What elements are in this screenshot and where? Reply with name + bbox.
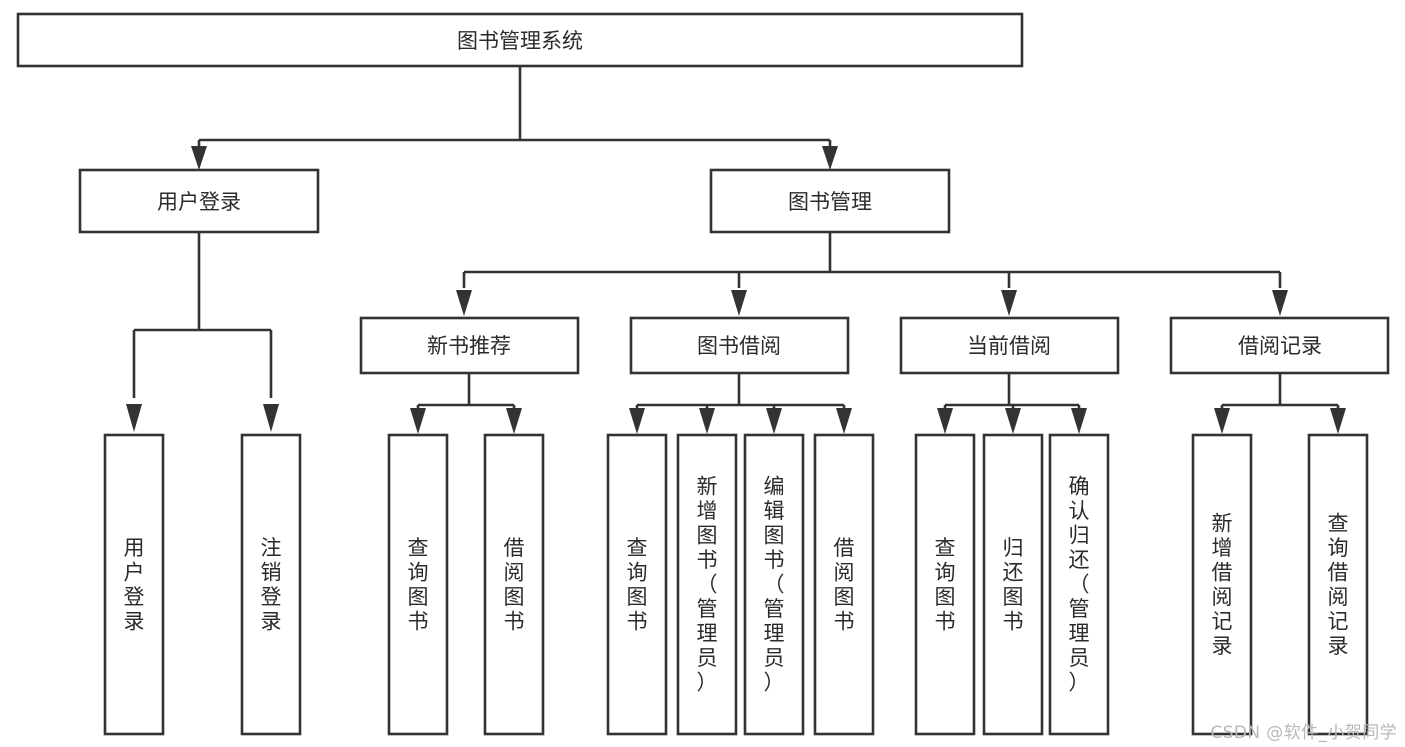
leaf-return-book-box[interactable] [982, 433, 1044, 736]
leaf-query-book-3-box[interactable] [914, 433, 976, 736]
leaf-borrow-book-1-label: 借阅图书 [504, 536, 525, 634]
leaf-confirm-return-box[interactable] [1048, 433, 1110, 736]
arrow-cb-leaf-1 [937, 408, 953, 434]
leaf-query-book-2-box[interactable] [606, 433, 668, 736]
node-book-management[interactable]: 图书管理 [709, 168, 951, 234]
current-borrow-box[interactable] [899, 316, 1120, 375]
arrow-user-login-leaf-1 [126, 404, 142, 432]
book-borrow-label: 图书借阅 [697, 334, 781, 358]
arrow-bb-leaf-3 [766, 408, 782, 434]
user-login-label: 用户登录 [157, 190, 241, 214]
node-leaf-query-book-2[interactable]: 查询图书 [606, 433, 668, 736]
csdn-watermark: CSDN @软件_小贺同学 [1210, 723, 1397, 743]
arrow-bm-to-new-book-recommend [456, 290, 472, 316]
arrow-bb-leaf-2 [699, 408, 715, 434]
node-borrow-record[interactable]: 借阅记录 [1169, 316, 1390, 375]
node-book-borrow[interactable]: 图书借阅 [629, 316, 850, 375]
leaf-user-login-box[interactable] [103, 433, 165, 736]
node-leaf-query-borrow-record[interactable]: 查询借阅记录 [1307, 433, 1369, 736]
node-leaf-confirm-return[interactable]: 确认归还（管理员） [1048, 433, 1110, 736]
node-leaf-borrow-book-1[interactable]: 借阅图书 [483, 433, 545, 736]
node-leaf-user-login[interactable]: 用户登录 [103, 433, 165, 736]
new-book-recommend-label: 新书推荐 [427, 334, 511, 358]
leaf-query-borrow-record-label: 查询借阅记录 [1328, 511, 1349, 658]
borrow-record-box[interactable] [1169, 316, 1390, 375]
node-leaf-logout-login[interactable]: 注销登录 [240, 433, 302, 736]
root-label: 图书管理系统 [457, 29, 583, 53]
leaf-edit-book-label: 编辑图书（管理员） [764, 475, 785, 695]
arrow-bb-leaf-4 [836, 408, 852, 434]
arrow-nbr-leaf-2 [506, 408, 522, 434]
leaf-borrow-book-2-label: 借阅图书 [834, 536, 855, 634]
leaf-borrow-book-2-box[interactable] [813, 433, 875, 736]
arrow-nbr-leaf-1 [410, 408, 426, 434]
node-new-book-recommend[interactable]: 新书推荐 [359, 316, 580, 375]
arrow-root-to-user-login [191, 146, 207, 170]
book-management-label: 图书管理 [788, 190, 872, 214]
arrow-bm-to-book-borrow [731, 290, 747, 316]
leaf-layer: 用户登录 注销登录 查询图书 借阅图书 查询图书 新增图书（管理员） [103, 433, 1369, 736]
borrow-record-label: 借阅记录 [1238, 334, 1322, 358]
leaf-add-book-box[interactable] [676, 433, 738, 736]
leaf-return-book-label: 归还图书 [1003, 536, 1024, 634]
leaf-user-login-label: 用户登录 [124, 536, 145, 634]
node-leaf-query-book-1[interactable]: 查询图书 [387, 433, 449, 736]
leaf-logout-login-label: 注销登录 [261, 536, 282, 634]
node-root-book-management-system[interactable]: 图书管理系统 [16, 12, 1024, 68]
node-leaf-add-book[interactable]: 新增图书（管理员） [676, 433, 738, 736]
arrow-user-login-leaf-2 [263, 404, 279, 432]
arrow-bm-to-current-borrow [1001, 290, 1017, 316]
leaf-add-borrow-record-label: 新增借阅记录 [1212, 511, 1233, 658]
leaf-edit-book-box[interactable] [743, 433, 805, 736]
arrow-bm-to-borrow-record [1272, 290, 1288, 316]
node-leaf-return-book[interactable]: 归还图书 [982, 433, 1044, 736]
leaf-confirm-return-label: 确认归还（管理员） [1069, 475, 1090, 695]
book-borrow-box[interactable] [629, 316, 850, 375]
node-leaf-query-book-3[interactable]: 查询图书 [914, 433, 976, 736]
arrow-root-to-book-management [822, 146, 838, 170]
arrow-cb-leaf-3 [1071, 408, 1087, 434]
leaf-add-book-label: 新增图书（管理员） [697, 475, 718, 695]
arrow-br-leaf-2 [1330, 408, 1346, 434]
node-leaf-borrow-book-2[interactable]: 借阅图书 [813, 433, 875, 736]
connector-layer [126, 66, 1346, 434]
node-leaf-add-borrow-record[interactable]: 新增借阅记录 [1191, 433, 1253, 736]
user-login-box[interactable] [78, 168, 320, 234]
node-user-login[interactable]: 用户登录 [78, 168, 320, 234]
current-borrow-label: 当前借阅 [967, 334, 1051, 358]
arrow-br-leaf-1 [1214, 408, 1230, 434]
node-leaf-edit-book[interactable]: 编辑图书（管理员） [743, 433, 805, 736]
root-box[interactable] [16, 12, 1024, 68]
arrow-cb-leaf-2 [1005, 408, 1021, 434]
leaf-query-book-3-label: 查询图书 [935, 536, 956, 634]
node-current-borrow[interactable]: 当前借阅 [899, 316, 1120, 375]
leaf-query-book-1-label: 查询图书 [408, 536, 429, 634]
book-management-box[interactable] [709, 168, 951, 234]
leaf-query-book-2-label: 查询图书 [627, 536, 648, 634]
leaf-logout-login-box[interactable] [240, 433, 302, 736]
leaf-query-borrow-record-box[interactable] [1307, 433, 1369, 736]
new-book-recommend-box[interactable] [359, 316, 580, 375]
arrow-bb-leaf-1 [629, 408, 645, 434]
leaf-borrow-book-1-box[interactable] [483, 433, 545, 736]
leaf-query-book-1-box[interactable] [387, 433, 449, 736]
leaf-add-borrow-record-box[interactable] [1191, 433, 1253, 736]
